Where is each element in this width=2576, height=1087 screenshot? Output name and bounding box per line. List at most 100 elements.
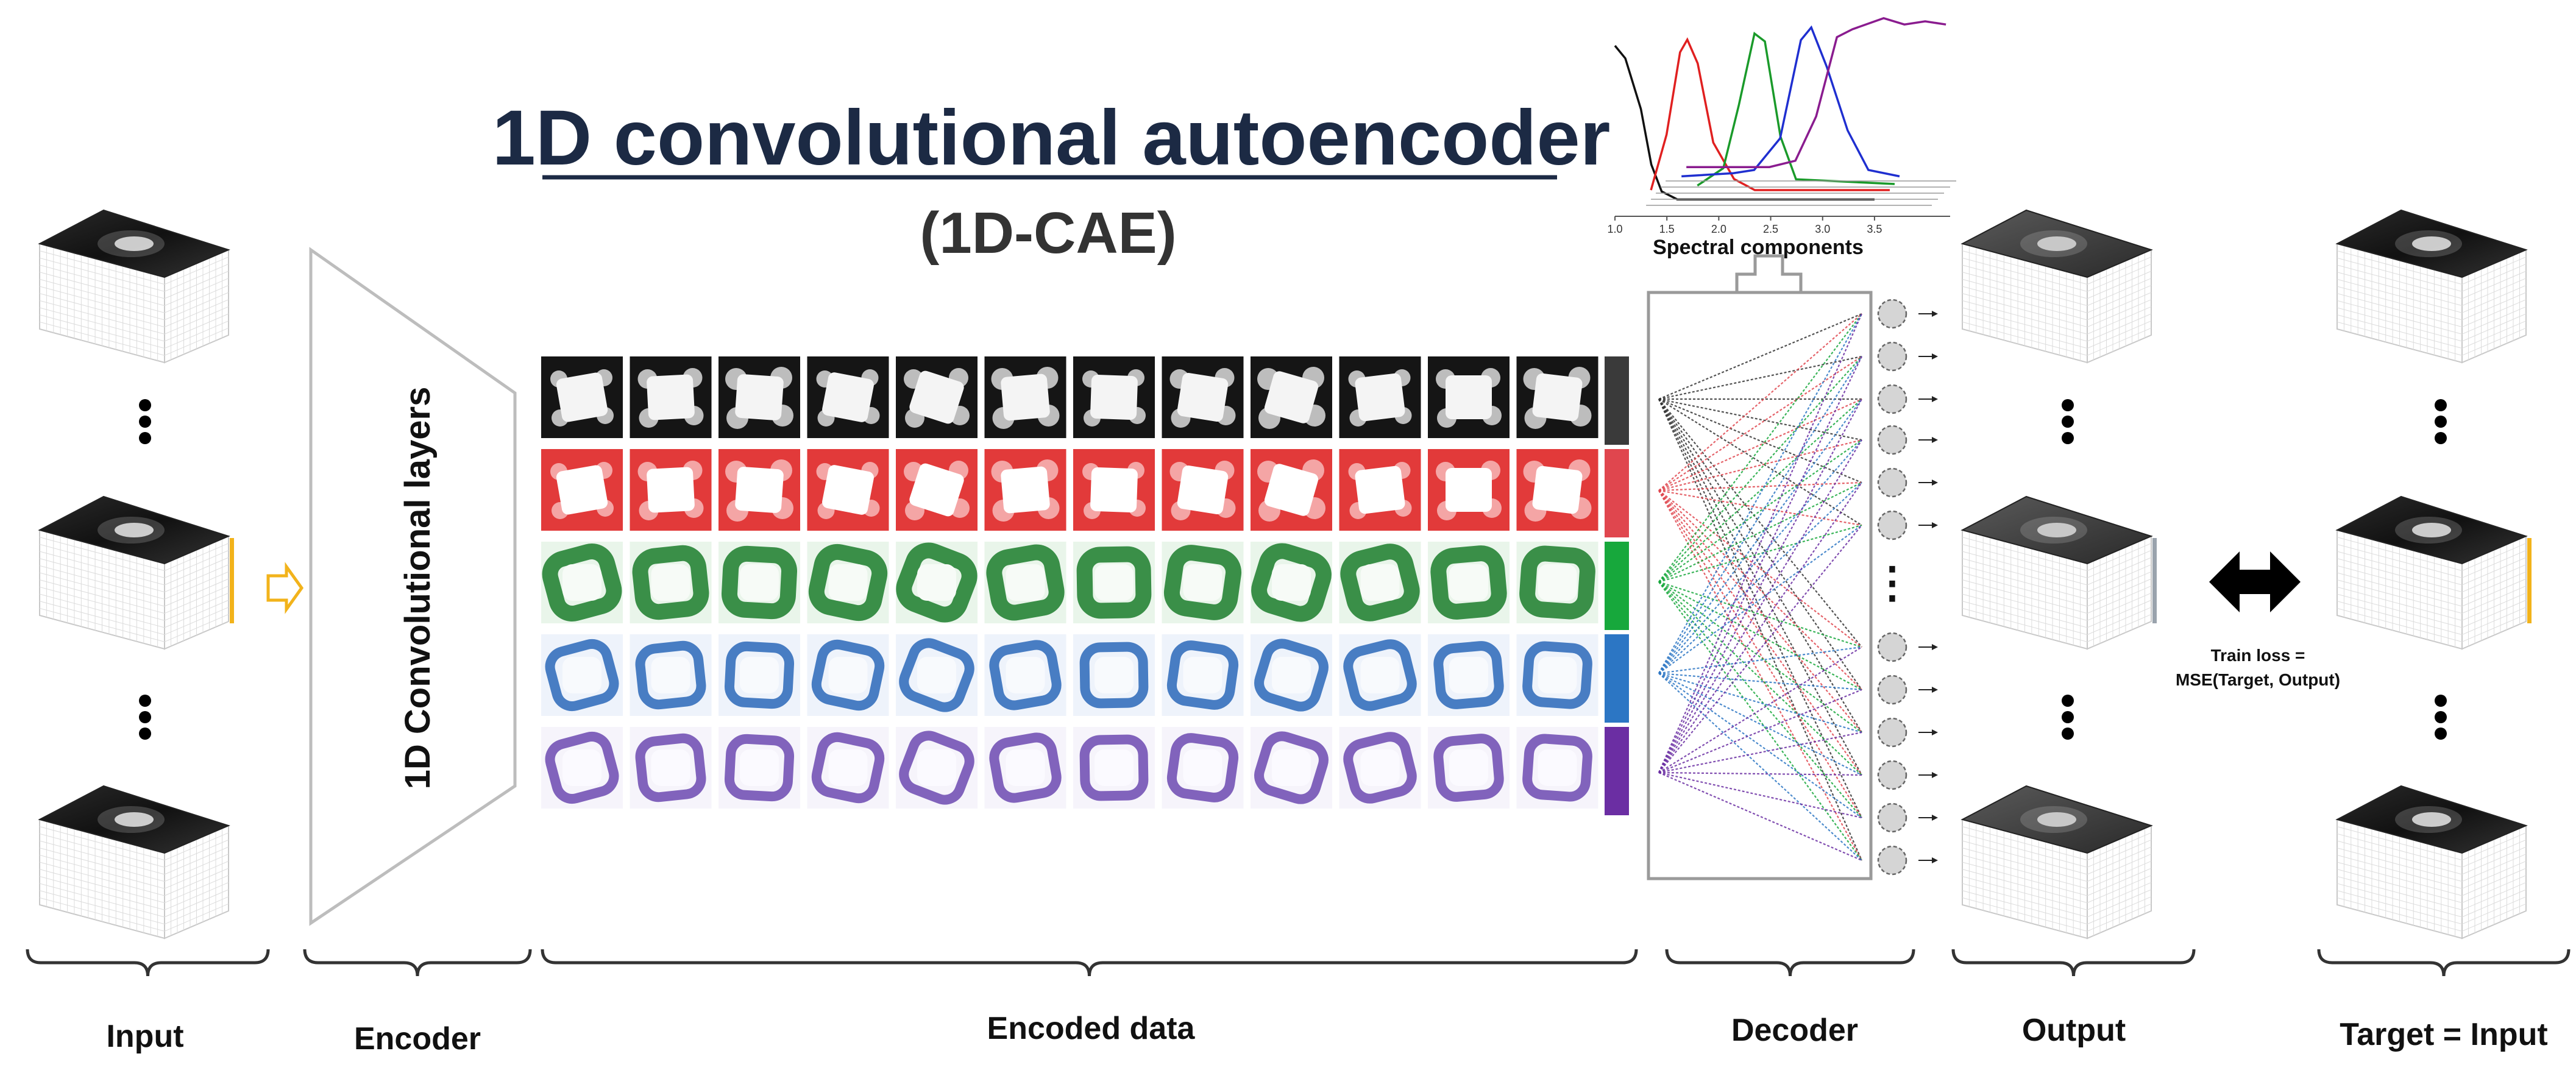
- encoded-tile: [1428, 449, 1510, 531]
- grid-line: [2087, 832, 2152, 861]
- grid-line: [1962, 565, 2088, 600]
- latent-color-segment: [1605, 356, 1629, 445]
- grid-line: [2087, 571, 2152, 600]
- decoder-node: [1877, 845, 1938, 876]
- particle-ring: [1079, 642, 1149, 709]
- grid-line: [2087, 875, 2152, 904]
- particle-ring: [724, 734, 795, 802]
- latent-color-segment: [1605, 634, 1629, 723]
- grid-line: [39, 293, 165, 328]
- decoder-edge: [1658, 525, 1862, 674]
- ellipsis-dot: [2435, 711, 2447, 723]
- grid-line: [1962, 897, 2088, 932]
- node-circle: [1877, 717, 1907, 748]
- grid-line: [1962, 293, 2088, 328]
- encoded-tile: [1251, 542, 1332, 623]
- grid-line: [2087, 889, 2152, 918]
- decoder-node: [1877, 675, 1938, 705]
- output-stack-top: [1960, 209, 2153, 364]
- target-stack-bottom-particle-halo: [2395, 806, 2462, 833]
- decoder-up-arrow-icon: [1648, 254, 1871, 294]
- encoded-tile: [1339, 356, 1421, 438]
- grid-line: [39, 307, 165, 342]
- grid-line: [1962, 314, 2088, 349]
- encoded-tile: [1073, 542, 1155, 623]
- grid-line: [2336, 307, 2463, 342]
- decoder-node: [1877, 802, 1938, 833]
- grid-line: [2087, 903, 2152, 932]
- encoded-tile: [630, 542, 712, 623]
- decoder-edge: [1658, 313, 1862, 582]
- decoder-edge: [1658, 731, 1862, 774]
- spectral-series-line: [1681, 25, 1900, 178]
- grid-line: [2336, 537, 2463, 572]
- decoder-edge: [1658, 524, 1862, 583]
- target-stack-top-particle: [2412, 236, 2451, 251]
- input-stack-bottom-particle-halo: [98, 806, 165, 833]
- grid-line: [2336, 826, 2463, 861]
- label-input: Input: [106, 1019, 183, 1054]
- grid-line: [164, 327, 229, 356]
- target-stack-top-particle-halo: [2395, 230, 2462, 257]
- grid-line: [1962, 272, 2088, 306]
- encoded-tile: [1162, 634, 1244, 716]
- grid-line: [2087, 868, 2152, 896]
- grid-line: [164, 285, 229, 313]
- target-stack-mid-particle: [2412, 523, 2451, 537]
- node-circle: [1877, 802, 1907, 833]
- node-circle: [1877, 845, 1907, 876]
- particle-core: [1264, 464, 1319, 516]
- grid-line: [2461, 832, 2527, 861]
- diagram-subtitle: (1D-CAE): [920, 200, 1176, 266]
- node-circle: [1877, 425, 1907, 455]
- grid-line: [2087, 592, 2152, 621]
- grid-line: [164, 896, 229, 925]
- particle-core: [1001, 374, 1050, 421]
- encoded-tile: [807, 449, 889, 531]
- node-arrow-head-icon: [1932, 644, 1938, 650]
- grid-line: [2087, 896, 2152, 925]
- encoded-tile: [1339, 542, 1421, 623]
- grid-line: [164, 564, 229, 593]
- grid-line: [164, 278, 229, 306]
- target-stack-bottom: [2335, 785, 2528, 940]
- particle-core: [1001, 466, 1050, 514]
- grid-line: [1962, 826, 2088, 861]
- grid-line: [2087, 564, 2152, 593]
- grid-line: [39, 579, 165, 614]
- grid-line: [1962, 890, 2088, 925]
- grid-line: [1962, 558, 2088, 593]
- grid-line: [164, 557, 229, 586]
- grid-line: [2336, 840, 2463, 875]
- grid-line: [1962, 572, 2088, 607]
- particle-core: [1090, 467, 1138, 512]
- grid-line: [2461, 550, 2527, 578]
- grid-line: [1962, 321, 2088, 356]
- spectral-tick-label: 2.0: [1711, 223, 1726, 235]
- particle-ring: [1163, 545, 1242, 620]
- grid-line: [2461, 564, 2527, 593]
- grid-line: [164, 550, 229, 578]
- grid-line: [164, 578, 229, 607]
- encoded-tile: [1251, 356, 1332, 438]
- particle-center: [562, 564, 601, 601]
- grid-line: [2087, 550, 2152, 578]
- encoded-tile: [807, 727, 889, 809]
- particle-ring: [1251, 543, 1332, 622]
- decoder-edge: [1658, 398, 1862, 773]
- decoder-edge: [1658, 398, 1862, 526]
- particle-core: [1355, 373, 1405, 422]
- particle-ring: [811, 732, 885, 804]
- decoder-edge: [1658, 398, 1862, 733]
- particle-ring: [1433, 641, 1504, 709]
- decoder-edge: [1658, 581, 1862, 648]
- node-arrow-head-icon: [1932, 522, 1938, 528]
- particle-ring: [1522, 641, 1592, 709]
- input-arrow-icon: [266, 562, 304, 614]
- node-circle: [1877, 384, 1907, 414]
- particle-ring: [1522, 734, 1592, 802]
- encoded-tile: [541, 634, 623, 716]
- grid-line: [164, 882, 229, 910]
- particle-center: [1360, 657, 1400, 693]
